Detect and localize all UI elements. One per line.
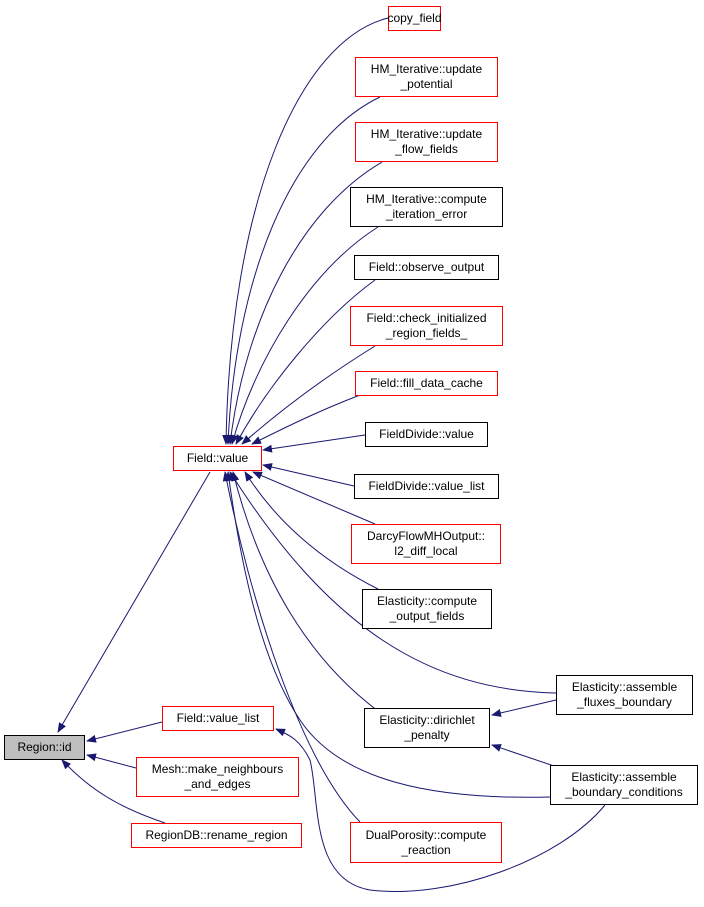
node-elasticity-assemble-fluxes[interactable]: Elasticity::assemble_fluxes_boundary: [556, 675, 693, 715]
node-label: HM_Iterative::compute: [366, 192, 487, 206]
edge-regiondb-to-region-id: [61, 759, 166, 824]
edge-value-list-to-region-id: [86, 721, 163, 743]
edge-elast-fluxes: [229, 471, 557, 694]
node-label: HM_Iterative::update: [370, 62, 483, 76]
node-label: Field::value: [186, 451, 249, 465]
edge-copy-field: [222, 17, 389, 445]
node-hm-update-potential[interactable]: HM_Iterative::update_potential: [355, 57, 498, 97]
node-label: Region::id: [17, 740, 72, 754]
node-label: Field::fill_data_cache: [370, 376, 483, 390]
node-label: _penalty: [404, 728, 450, 742]
node-label: FieldDivide::value_list: [368, 479, 485, 493]
edge-mesh-to-region-id: [86, 753, 137, 769]
edge-field-value-to-region-id: [57, 471, 211, 733]
node-label: _iteration_error: [385, 207, 468, 221]
edge-elast-bc: [225, 471, 551, 798]
node-label: HM_Iterative::update: [370, 127, 483, 141]
edge-fluxes-to-dirichlet: [491, 699, 557, 717]
node-hm-compute-iteration-error[interactable]: HM_Iterative::compute_iteration_error: [350, 187, 503, 227]
node-label: DualPorosity::compute: [365, 827, 487, 842]
node-label: _and_edges: [184, 777, 251, 791]
node-label: _potential: [400, 77, 453, 91]
node-elasticity-compute-output[interactable]: Elasticity::compute_output_fields: [362, 589, 492, 629]
node-check-initialized[interactable]: Field::check_initialized_region_fields_: [350, 306, 503, 346]
node-label: Field::observe_output: [368, 260, 485, 274]
node-label: Elasticity::assemble: [571, 680, 678, 694]
node-label: copy_field: [387, 11, 442, 25]
node-hm-update-flow-fields[interactable]: HM_Iterative::update_flow_fields: [355, 122, 498, 162]
node-region-id: Region::id: [4, 735, 85, 760]
edge-observe: [235, 279, 376, 445]
node-observe-output[interactable]: Field::observe_output: [354, 255, 499, 280]
node-elasticity-dirichlet-penalty[interactable]: Elasticity::dirichlet_penalty: [364, 708, 490, 748]
node-label: l2_diff_local: [394, 544, 458, 558]
node-label: _fluxes_boundary: [577, 695, 672, 709]
node-fill-data-cache[interactable]: Field::fill_data_cache: [355, 371, 498, 396]
edge-hm-flow: [227, 161, 383, 445]
edge-hm-potential: [224, 96, 381, 445]
node-label: _region_fields_: [385, 326, 468, 340]
edge-fd-value: [262, 434, 366, 453]
node-copy-field[interactable]: copy_field: [387, 6, 442, 31]
edge-check-init: [241, 345, 376, 445]
node-label: Elasticity::assemble: [571, 770, 677, 784]
node-regiondb-rename[interactable]: RegionDB::rename_region: [131, 823, 302, 848]
node-label: Mesh::make_neighbours: [151, 762, 284, 776]
edge-elast-output: [244, 471, 379, 590]
node-field-value[interactable]: Field::value: [173, 446, 262, 471]
node-fielddivide-value[interactable]: FieldDivide::value: [365, 422, 488, 447]
node-label: DarcyFlowMHOutput::: [366, 529, 486, 543]
node-label: Field::value_list: [176, 711, 260, 725]
node-label: _reaction: [401, 842, 451, 857]
edge-bc-to-dirichlet: [491, 744, 561, 769]
node-label: _boundary_conditions: [565, 785, 683, 799]
node-label: RegionDB::rename_region: [145, 828, 288, 842]
node-label: _output_fields: [389, 609, 465, 623]
node-label: Field::check_initialized: [366, 311, 487, 325]
node-label: Elasticity::dirichlet: [379, 713, 475, 727]
edge-darcy: [252, 471, 376, 525]
node-fielddivide-value-list[interactable]: FieldDivide::value_list: [354, 474, 499, 499]
edge-dualporosity: [222, 471, 361, 823]
edge-bc-to-value-list: [275, 728, 606, 893]
node-darcy-l2-diff-local[interactable]: DarcyFlowMHOutput::l2_diff_local: [351, 524, 501, 564]
node-mesh-make-neighbours[interactable]: Mesh::make_neighbours_and_edges: [136, 757, 299, 797]
node-label: Elasticity::compute: [376, 594, 478, 608]
node-label: _flow_fields: [395, 142, 458, 156]
edge-elast-dirichlet: [231, 471, 379, 712]
node-dualporosity-compute-reaction[interactable]: DualPorosity::compute_reaction: [350, 822, 502, 863]
edge-fd-value-list: [262, 463, 355, 487]
node-label: FieldDivide::value: [379, 427, 474, 441]
node-field-value-list[interactable]: Field::value_list: [162, 706, 274, 731]
node-elasticity-assemble-bc[interactable]: Elasticity::assemble_boundary_conditions: [550, 765, 698, 805]
edge-hm-error: [230, 226, 379, 445]
